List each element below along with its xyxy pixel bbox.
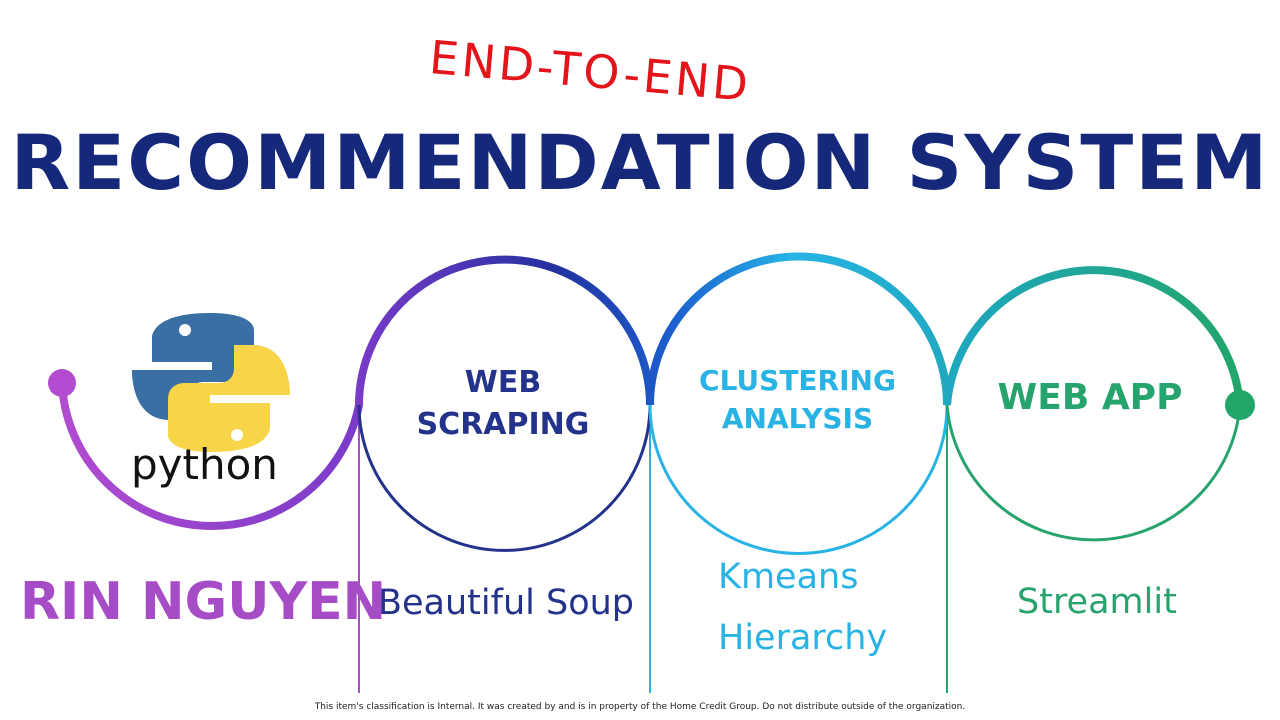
stage-label-line: WEB	[464, 365, 542, 400]
page-title: RECOMMENDATION SYSTEM	[10, 118, 1270, 207]
stage-label-line: WEB APP	[997, 377, 1183, 418]
webapp-circle-arc	[945, 404, 1242, 542]
stage-label-web-app: WEB APP	[990, 377, 1190, 418]
classification-footer: This item's classification is Internal. …	[314, 702, 966, 712]
stage-label-clustering: CLUSTERING ANALYSIS	[690, 362, 905, 438]
python-logo-icon	[131, 313, 291, 452]
clustering-circle-arc	[648, 404, 949, 555]
end-dot	[1225, 390, 1255, 420]
author-name: RIN NGUYEN	[20, 572, 387, 632]
stage-label-line: CLUSTERING	[699, 364, 896, 397]
python-wordmark: python	[131, 440, 278, 489]
stage-label-line: SCRAPING	[416, 407, 590, 442]
flow-path	[58, 252, 1244, 530]
tool-streamlit: Streamlit	[1017, 582, 1177, 622]
start-dot	[48, 369, 76, 397]
tool-kmeans: Kmeans	[718, 557, 859, 597]
stage-label-web-scraping: WEB SCRAPING	[403, 362, 603, 446]
stage-label-line: ANALYSIS	[721, 402, 874, 435]
tool-hierarchy: Hierarchy	[718, 618, 888, 658]
scraping-circle-arc	[357, 404, 652, 552]
tool-beautiful-soup: Beautiful Soup	[378, 583, 635, 623]
